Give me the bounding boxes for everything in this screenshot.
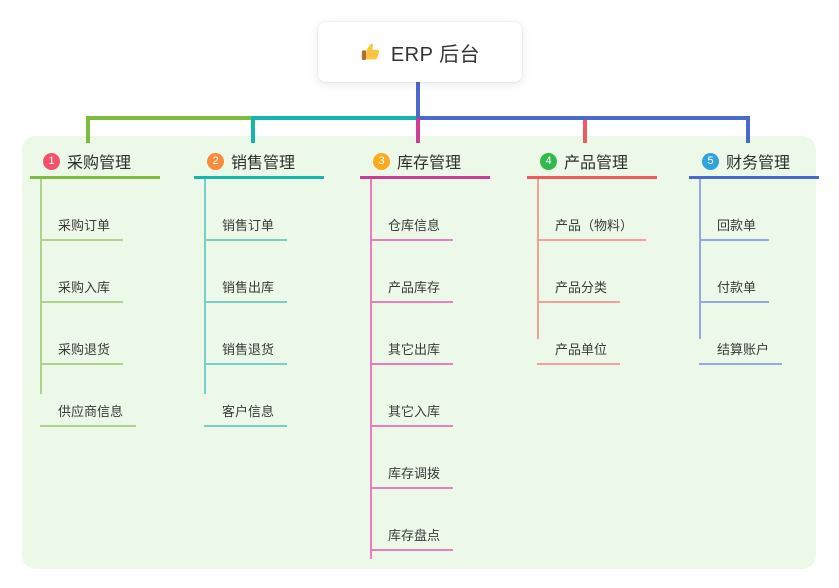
child-node[interactable]: 采购退货: [40, 303, 124, 365]
child-node[interactable]: 库存调拨: [370, 427, 454, 489]
child-node[interactable]: 供应商信息: [40, 365, 137, 427]
child-node[interactable]: 采购订单: [40, 179, 124, 241]
branch-column-product: 4 产品管理 产品（物料） 产品分类 产品单位: [527, 146, 657, 365]
connector-line: [416, 116, 750, 120]
root-node[interactable]: ERP 后台: [318, 22, 522, 82]
branch-number-badge: 5: [702, 152, 719, 170]
child-node[interactable]: 其它出库: [370, 303, 454, 365]
branch-header[interactable]: 4 产品管理: [527, 146, 657, 179]
branch-title: 销售管理: [231, 155, 296, 172]
branch-header[interactable]: 2 销售管理: [194, 146, 324, 179]
branch-child-connector: [370, 179, 372, 559]
branches-panel: [22, 136, 816, 569]
branch-header[interactable]: 3 库存管理: [360, 146, 490, 179]
branch-children: 回款单 付款单 结算账户: [689, 179, 819, 365]
branch-column-sales: 2 销售管理 销售订单 销售出库 销售退货 客户信息: [194, 146, 324, 427]
child-node[interactable]: 产品分类: [537, 241, 621, 303]
child-node[interactable]: 库存盘点: [370, 489, 454, 551]
child-node[interactable]: 产品（物料）: [537, 179, 647, 241]
branch-children: 销售订单 销售出库 销售退货 客户信息: [194, 179, 324, 427]
connector-line: [583, 120, 587, 143]
child-node[interactable]: 销售退货: [204, 303, 288, 365]
branch-title: 采购管理: [67, 155, 132, 172]
child-node[interactable]: 客户信息: [204, 365, 288, 427]
child-node[interactable]: 仓库信息: [370, 179, 454, 241]
branch-number-badge: 2: [207, 152, 224, 170]
connector-line: [86, 116, 90, 143]
child-node[interactable]: 付款单: [699, 241, 770, 303]
connector-line: [86, 116, 255, 120]
child-node[interactable]: 出库库明细: [370, 551, 466, 588]
branch-child-connector: [699, 179, 701, 339]
branch-title: 产品管理: [564, 155, 629, 172]
child-node[interactable]: 产品库存: [370, 241, 454, 303]
branch-column-purchase: 1 采购管理 采购订单 采购入库 采购退货 供应商信息: [30, 146, 160, 427]
root-node-label: ERP 后台: [390, 43, 481, 66]
connector-line: [251, 116, 255, 143]
branch-header[interactable]: 5 财务管理: [689, 146, 819, 179]
branch-number-badge: 4: [540, 152, 557, 170]
child-node[interactable]: 销售订单: [204, 179, 288, 241]
child-node[interactable]: 其它入库: [370, 365, 454, 427]
child-node[interactable]: 回款单: [699, 179, 770, 241]
branch-child-connector: [40, 179, 42, 394]
child-node[interactable]: 结算账户: [699, 303, 783, 365]
branch-child-connector: [204, 179, 206, 394]
branch-child-connector: [537, 179, 539, 339]
branch-number-badge: 3: [373, 152, 390, 170]
thumbs-up-icon: [360, 41, 382, 63]
child-node[interactable]: 销售出库: [204, 241, 288, 303]
branch-children: 采购订单 采购入库 采购退货 供应商信息: [30, 179, 160, 427]
child-node[interactable]: 采购入库: [40, 241, 124, 303]
connector-line: [416, 118, 420, 143]
connector-line: [746, 116, 750, 143]
branch-children: 仓库信息 产品库存 其它出库 其它入库 库存调拨 库存盘点 出库库明细: [360, 179, 490, 588]
branch-title: 财务管理: [726, 155, 791, 172]
branch-column-inventory: 3 库存管理 仓库信息 产品库存 其它出库 其它入库 库存调拨 库存盘点 出库库…: [360, 146, 490, 588]
branch-title: 库存管理: [397, 155, 462, 172]
branch-header[interactable]: 1 采购管理: [30, 146, 160, 179]
root-connector-line: [416, 82, 420, 118]
branch-column-finance: 5 财务管理 回款单 付款单 结算账户: [689, 146, 819, 365]
branch-number-badge: 1: [43, 152, 60, 170]
connector-line: [251, 116, 420, 120]
branch-children: 产品（物料） 产品分类 产品单位: [527, 179, 657, 365]
child-node[interactable]: 产品单位: [537, 303, 621, 365]
